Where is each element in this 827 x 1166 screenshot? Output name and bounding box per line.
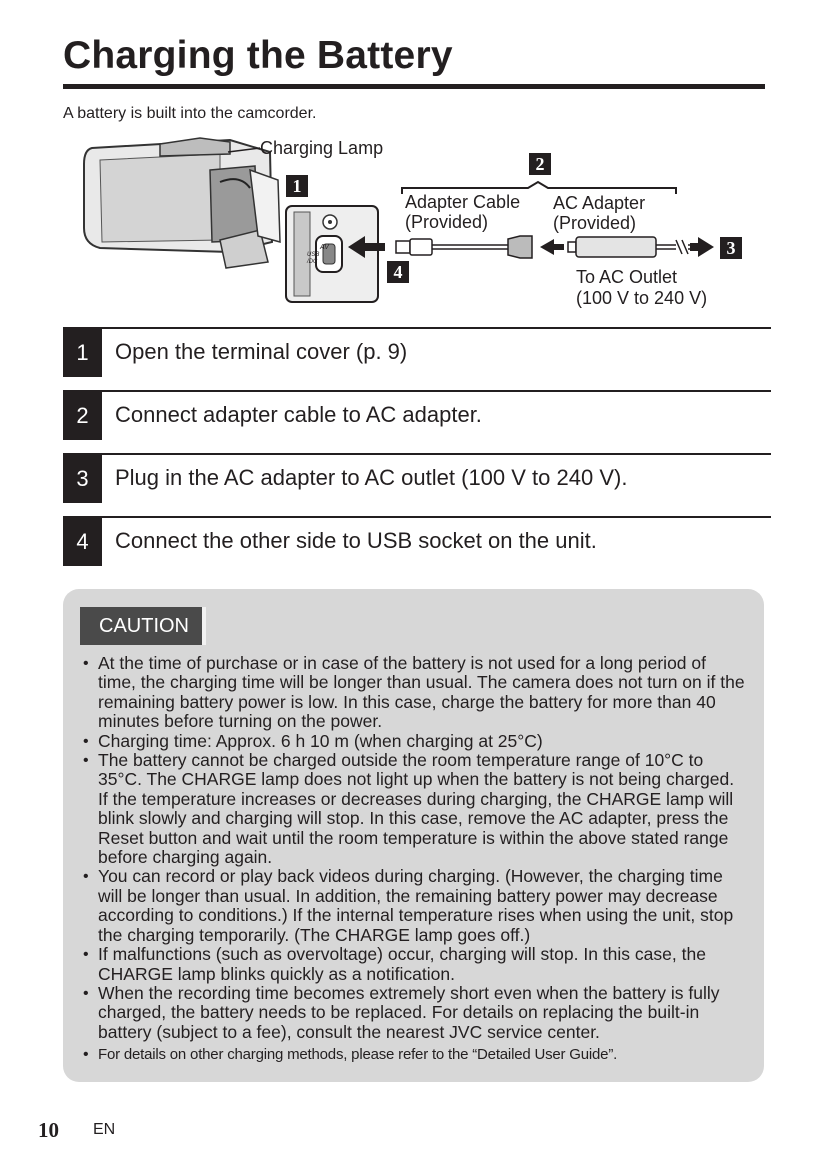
adapter-cable-label-line1: Adapter Cable — [405, 192, 521, 212]
step-number: 4 — [63, 518, 102, 566]
caution-item: At the time of purchase or in case of th… — [83, 653, 748, 732]
ac-adapter-label-line2: (Provided) — [553, 213, 637, 233]
step-2: 2 Connect adapter cable to AC adapter. — [63, 390, 771, 440]
marker-2: 2 — [529, 153, 551, 175]
step-text: Connect the other side to USB socket on … — [115, 528, 597, 553]
camcorder-illustration — [83, 137, 714, 303]
step-text: Plug in the AC adapter to AC outlet (100… — [115, 465, 628, 490]
step-text: Connect adapter cable to AC adapter. — [115, 402, 482, 427]
port-av-label: AV — [320, 244, 329, 251]
caution-item: The battery cannot be charged outside th… — [83, 750, 748, 867]
step-1: 1 Open the terminal cover (p. 9) — [63, 327, 771, 377]
outlet-label-line2: (100 V to 240 V) — [576, 288, 708, 308]
step-number: 3 — [63, 455, 102, 503]
page-title: Charging the Battery — [63, 34, 453, 77]
caution-box: CAUTION At the time of purchase or in ca… — [63, 589, 764, 1082]
caution-list: At the time of purchase or in case of th… — [83, 653, 748, 1065]
step-number: 1 — [63, 329, 102, 377]
caution-item: If malfunctions (such as overvoltage) oc… — [83, 944, 748, 984]
charging-lamp-label: Charging Lamp — [260, 138, 384, 158]
caution-item: For details on other charging methods, p… — [83, 1045, 748, 1065]
step-text: Open the terminal cover (p. 9) — [115, 339, 408, 364]
step-number: 2 — [63, 392, 102, 440]
marker-4: 4 — [387, 261, 409, 283]
marker-3: 3 — [720, 237, 742, 259]
caution-item: You can record or play back videos durin… — [83, 867, 748, 945]
marker-1: 1 — [286, 175, 308, 197]
step-4: 4 Connect the other side to USB socket o… — [63, 516, 771, 566]
adapter-cable-label-line2: (Provided) — [405, 212, 489, 232]
port-usb-label: USB — [307, 252, 320, 258]
ac-adapter-label-line1: AC Adapter — [553, 193, 646, 213]
outlet-label-line1: To AC Outlet — [576, 267, 678, 287]
port-dc-label: /DC — [307, 259, 318, 265]
step-3: 3 Plug in the AC adapter to AC outlet (1… — [63, 453, 771, 503]
caution-title: CAUTION — [80, 607, 206, 645]
charging-illustration: Charging Lamp 1 2 3 4 Adapter Cable (Pro… — [80, 130, 760, 315]
caution-item: When the recording time becomes extremel… — [83, 983, 748, 1042]
intro-text: A battery is built into the camcorder. — [63, 105, 317, 122]
title-rule — [63, 84, 765, 89]
page-number: 10 — [38, 1118, 59, 1142]
caution-item: Charging time: Approx. 6 h 10 m (when ch… — [83, 731, 748, 752]
page-language: EN — [93, 1121, 116, 1138]
